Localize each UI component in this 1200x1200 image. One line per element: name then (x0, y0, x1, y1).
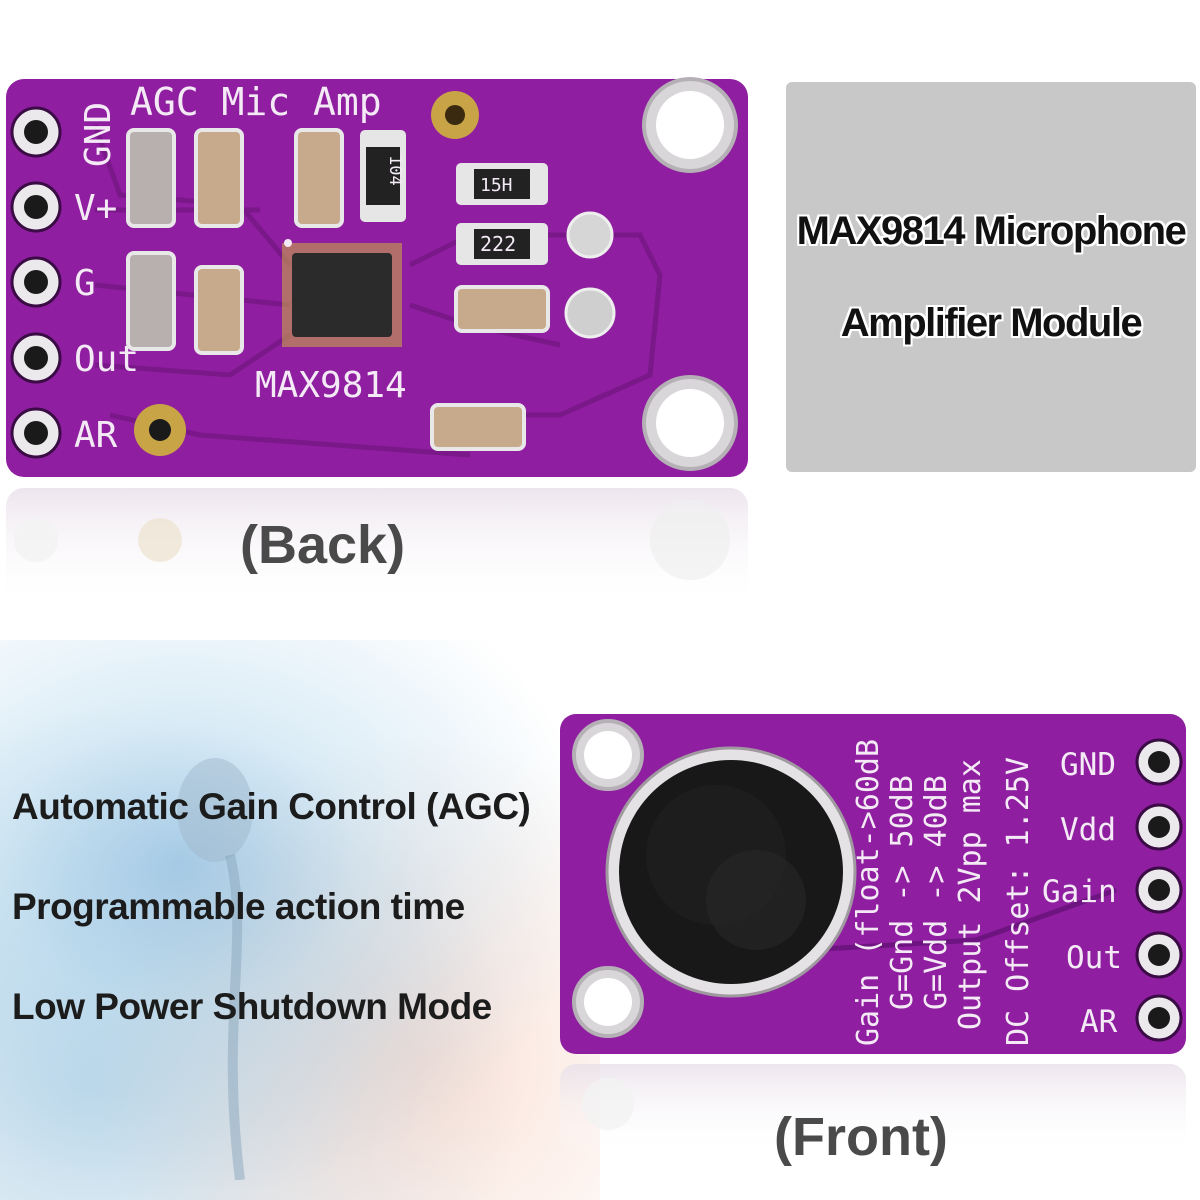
microphone-capsule (605, 746, 857, 998)
front-trace (805, 887, 1117, 953)
front-pin-label-gain: Gain (1042, 874, 1117, 910)
front-note-3: G=Vdd -> 40dB (919, 775, 954, 1010)
chip-label: MAX9814 (255, 365, 407, 406)
svg-text:15H: 15H (480, 175, 513, 196)
front-note-1: Gain (float->60dB (851, 739, 886, 1046)
back-resistors: 104 15H 222 (360, 130, 548, 265)
product-title-box: MAX9814 Microphone Amplifier Module (786, 82, 1196, 472)
front-board-reflection (560, 1064, 1186, 1154)
silver-pad (564, 287, 616, 339)
back-pin-holes (10, 106, 62, 459)
back-mounting-holes (642, 77, 738, 471)
product-title-line-1: MAX9814 Microphone (796, 209, 1187, 253)
front-note-2: G=Gnd -> 50dB (885, 775, 920, 1010)
front-pin-label-ar: AR (1080, 1004, 1118, 1040)
microphone-silhouette (177, 758, 253, 1180)
back-pin-label-gnd: GND (78, 102, 119, 167)
feature-agc: Automatic Gain Control (AGC) (12, 786, 531, 827)
feature-shutdown: Low Power Shutdown Mode (12, 986, 492, 1027)
back-board-photo: GND V+ G Out AR AGC Mic Amp MAX9814 104 … (6, 77, 748, 477)
front-board-photo: Gain (float->60dB G=Gnd -> 50dB G=Vdd ->… (560, 714, 1186, 1054)
svg-text:222: 222 (480, 232, 516, 256)
front-pin-label-out: Out (1066, 940, 1122, 976)
front-pin-label-gnd: GND (1060, 747, 1116, 783)
back-pin-label-g: G (74, 263, 96, 304)
back-board-reflection (6, 488, 748, 608)
back-pin-label-ar: AR (74, 415, 118, 456)
svg-text:104: 104 (385, 155, 405, 186)
feature-action-time: Programmable action time (12, 886, 465, 927)
front-pin-holes (1135, 738, 1183, 1042)
back-caption: (Back) (240, 515, 406, 575)
silver-pad (566, 211, 614, 259)
front-note-4: Output 2Vpp max (953, 759, 988, 1030)
back-board-header: AGC Mic Amp (130, 80, 382, 124)
back-capacitors (126, 128, 550, 451)
blurred-background (0, 640, 600, 1200)
max9814-ic (282, 239, 402, 347)
front-note-5: DC Offset: 1.25V (1001, 757, 1036, 1046)
back-pin-label-vplus: V+ (74, 188, 117, 229)
product-title-line-2: Amplifier Module (840, 301, 1143, 345)
front-pin-label-vdd: Vdd (1060, 812, 1116, 848)
front-mounting-holes (572, 719, 644, 1038)
front-caption: (Front) (774, 1107, 948, 1167)
